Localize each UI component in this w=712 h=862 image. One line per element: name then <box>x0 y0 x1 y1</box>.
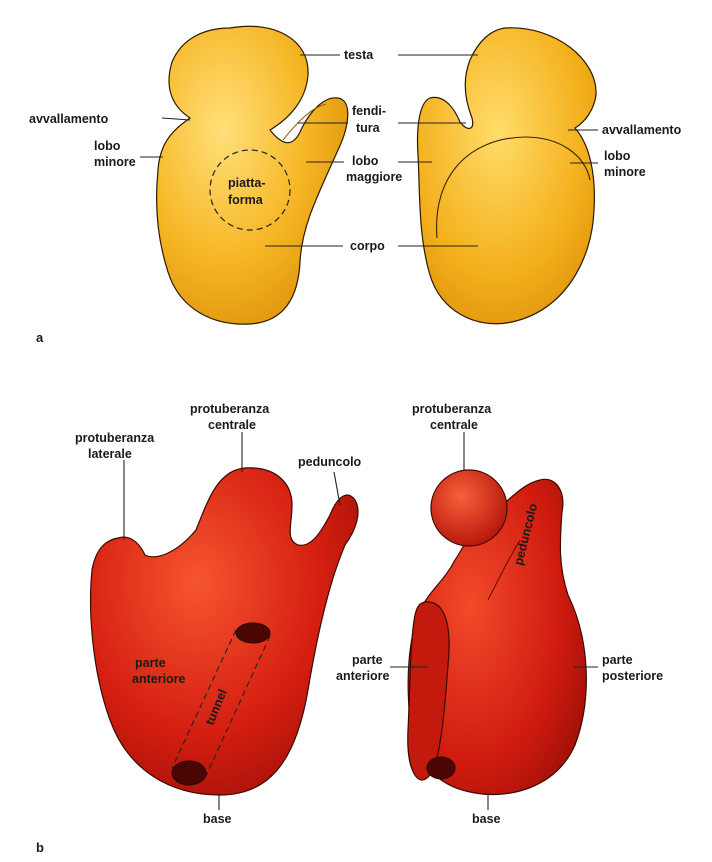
label-lobo-minore-left-1: lobo <box>94 139 121 153</box>
label-protuberanza-laterale-1: protuberanza <box>75 431 155 445</box>
panel-a-right-subunit <box>418 28 597 324</box>
panel-b-right-head <box>431 470 507 546</box>
label-protuberanza-centrale-left-1: protuberanza <box>190 402 270 416</box>
label-piattaforma-1: piatta- <box>228 176 266 190</box>
tunnel-bottom-hole <box>172 761 206 785</box>
panel-letter-a: a <box>36 330 44 345</box>
label-corpo: corpo <box>350 239 385 253</box>
tunnel-top-hole <box>236 623 270 643</box>
label-parte-posteriore-2: posteriore <box>602 669 663 683</box>
label-protuberanza-centrale-right-1: protuberanza <box>412 402 492 416</box>
label-lobo-maggiore-1: lobo <box>352 154 379 168</box>
label-parte-anteriore-right-2: anteriore <box>336 669 390 683</box>
right-tunnel-hole <box>427 757 455 779</box>
label-protuberanza-centrale-left-2: centrale <box>208 418 256 432</box>
label-base-left: base <box>203 812 232 826</box>
label-protuberanza-centrale-right-2: centrale <box>430 418 478 432</box>
panel-b-left-subunit <box>91 468 358 795</box>
label-testa: testa <box>344 48 374 62</box>
label-parte-anteriore-left-1: parte <box>135 656 166 670</box>
label-lobo-minore-left-2: minore <box>94 155 136 169</box>
label-parte-anteriore-right-1: parte <box>352 653 383 667</box>
label-peduncolo-left: peduncolo <box>298 455 362 469</box>
leader-avvallamento-left <box>162 118 190 120</box>
label-protuberanza-laterale-2: laterale <box>88 447 132 461</box>
label-lobo-maggiore-2: maggiore <box>346 170 402 184</box>
label-piattaforma-2: forma <box>228 193 264 207</box>
leader-peduncolo-left <box>334 472 340 505</box>
label-parte-anteriore-left-2: anteriore <box>132 672 186 686</box>
label-base-right: base <box>472 812 501 826</box>
label-fenditura-2: tura <box>356 121 381 135</box>
label-fenditura-1: fendi- <box>352 104 386 118</box>
label-parte-posteriore-1: parte <box>602 653 633 667</box>
label-lobo-minore-right-1: lobo <box>604 149 631 163</box>
label-avvallamento-right: avvallamento <box>602 123 682 137</box>
label-avvallamento-left: avvallamento <box>29 112 109 126</box>
label-lobo-minore-right-2: minore <box>604 165 646 179</box>
panel-letter-b: b <box>36 840 44 855</box>
